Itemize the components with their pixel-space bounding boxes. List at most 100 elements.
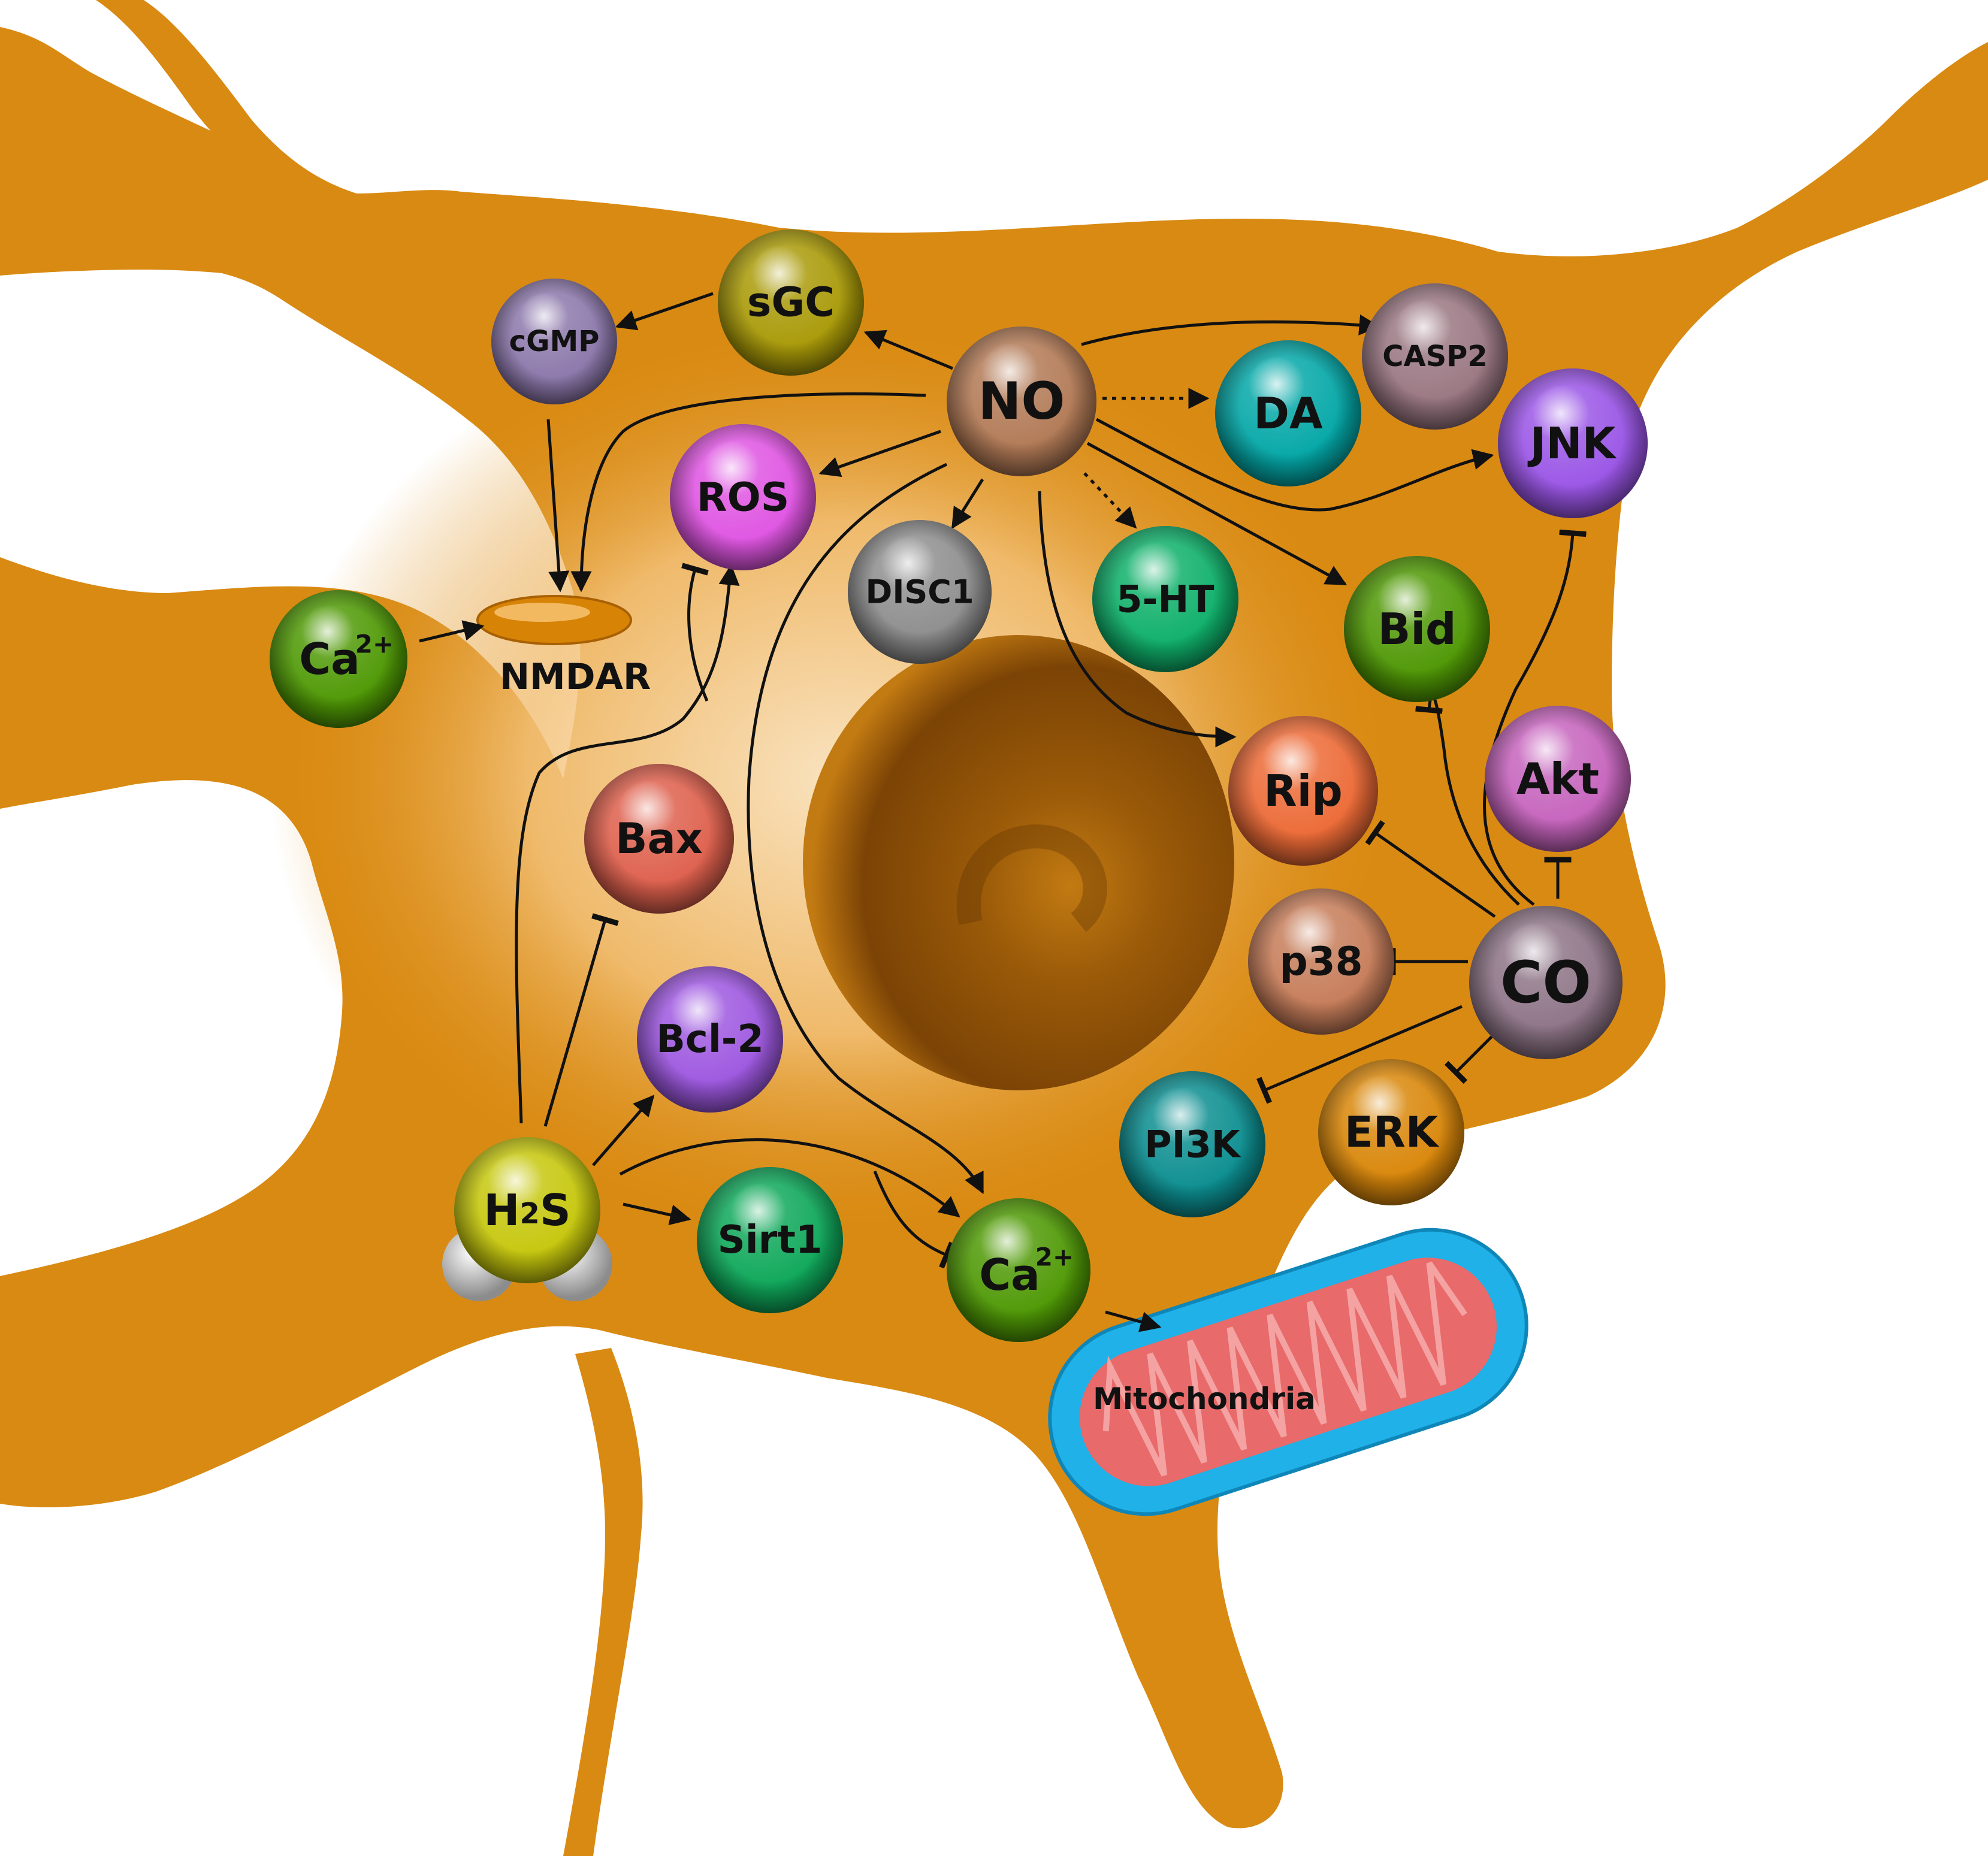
nmdar-label: NMDAR xyxy=(500,656,651,698)
label-h: H xyxy=(484,1185,519,1235)
node-h2s: H2S xyxy=(442,1137,612,1301)
node-akt: Akt xyxy=(1485,706,1631,852)
node-label: ERK xyxy=(1345,1108,1440,1157)
sphere-shine xyxy=(1119,1071,1265,1217)
node-label: Ca xyxy=(299,634,359,684)
sphere-shine xyxy=(1485,706,1631,852)
node-label: ROS xyxy=(697,474,789,521)
node-bcl-2: Bcl-2 xyxy=(637,966,783,1113)
sphere-shine xyxy=(584,764,734,914)
label-subscript: 2 xyxy=(520,1197,540,1231)
sphere-shine xyxy=(1344,556,1490,702)
edge-co-inhibits-pi3k xyxy=(1256,1005,1463,1104)
node-label: Bid xyxy=(1377,604,1456,654)
node-label: CO xyxy=(1500,949,1591,1016)
edge-no-to-sgc xyxy=(863,330,953,370)
sphere-shine xyxy=(670,424,816,570)
node-label: CASP2 xyxy=(1382,340,1488,373)
node-ca-intracellular: Ca 2+ xyxy=(947,1198,1090,1342)
sphere-shine xyxy=(491,279,617,404)
sphere-shine xyxy=(1469,906,1623,1059)
sphere-shine xyxy=(1228,716,1378,866)
sphere-shine xyxy=(947,1198,1090,1342)
node-label: sGC xyxy=(747,279,835,327)
edge-ca-to-mitochondria xyxy=(1105,1310,1162,1332)
edge-no-to-nmdar xyxy=(570,392,926,593)
node-label: DISC1 xyxy=(865,573,974,611)
edge-h2s-to-bcl2 xyxy=(592,1095,655,1166)
node-da: DA xyxy=(1215,340,1361,486)
node-bax: Bax xyxy=(584,764,734,914)
edge-no-to-ros xyxy=(818,430,941,477)
node-bid: Bid xyxy=(1344,556,1490,702)
sphere-shine xyxy=(1092,526,1238,672)
mitochondrion xyxy=(1048,1228,1528,1516)
node-sgc: sGC xyxy=(718,229,864,376)
node-jnk: JNK xyxy=(1498,368,1648,518)
node-label: Akt xyxy=(1516,754,1599,804)
sphere-shine xyxy=(947,327,1096,476)
edge-cgmp-to-nmdar xyxy=(546,419,570,593)
sphere-shine xyxy=(637,966,783,1113)
node-ca-extracellular: Ca 2+ xyxy=(270,590,407,728)
node-disc1: DISC1 xyxy=(848,520,992,664)
node-co: CO xyxy=(1469,906,1623,1059)
edge-no-to-5ht xyxy=(1083,472,1137,529)
node-label: Rip xyxy=(1264,766,1343,816)
node-label: Bcl-2 xyxy=(656,1017,764,1062)
label-s: S xyxy=(540,1185,571,1235)
edge-no-to-disc1 xyxy=(951,478,984,529)
neuron-upper-dendrite xyxy=(96,0,371,216)
node-label: Ca xyxy=(979,1250,1040,1300)
node-label: H2S xyxy=(484,1185,571,1235)
mitochondrion-cristae xyxy=(1102,1261,1467,1477)
edge-no-to-jnk xyxy=(1095,418,1494,512)
pathway-edges xyxy=(419,292,1587,1332)
mitochondria-label: Mitochondria xyxy=(1093,1382,1316,1416)
edge-no-to-rip xyxy=(1038,491,1237,748)
edge-h2s-to-sirt1 xyxy=(623,1202,691,1226)
node-erk: ERK xyxy=(1318,1059,1464,1205)
sphere-shine xyxy=(718,229,864,376)
sphere-shine xyxy=(697,1167,843,1313)
node-rip: Rip xyxy=(1228,716,1378,866)
node-label: cGMP xyxy=(509,325,600,358)
sphere-shine xyxy=(1248,888,1394,1035)
edge-h2s-inhibits-ros xyxy=(681,563,709,702)
edge-co-inhibits-rip xyxy=(1365,820,1496,918)
edge-co-inhibits-jnk xyxy=(1483,529,1587,906)
node-sirt1: Sirt1 xyxy=(697,1167,843,1313)
node-label: JNK xyxy=(1527,418,1617,468)
node-label: Bax xyxy=(615,814,703,863)
sphere-shine xyxy=(270,590,407,728)
node-5-ht: 5-HT xyxy=(1092,526,1238,672)
nucleus xyxy=(803,635,1234,1090)
node-cgmp: cGMP xyxy=(491,279,617,404)
sphere-shine xyxy=(1215,340,1361,486)
nmdar-receptor-shine xyxy=(494,603,590,622)
edge-co-inhibits-erk xyxy=(1444,1035,1493,1084)
edge-no-to-ca-intracellular xyxy=(747,463,984,1195)
edge-sgc-to-cgmp xyxy=(615,292,714,331)
edge-h2s-to-ca xyxy=(619,1138,960,1218)
molecule-nodes: NO sGC cGMP ROS DISC1 xyxy=(270,229,1648,1342)
nucleus-swirl xyxy=(956,824,1107,932)
edge-ca-extracellular-to-nmdar xyxy=(419,620,485,643)
node-label: 5-HT xyxy=(1116,578,1214,621)
node-ros: ROS xyxy=(670,424,816,570)
sphere-shine xyxy=(1498,368,1648,518)
sphere-shine xyxy=(848,520,992,664)
edge-no-to-casp2 xyxy=(1081,314,1380,346)
edge-h2s-to-ros xyxy=(515,564,740,1124)
sphere-shine xyxy=(1362,283,1508,430)
edge-no-to-bid xyxy=(1086,442,1348,586)
edge-h2s-inhibits-ca xyxy=(873,1171,954,1269)
node-pi3k: PI3K xyxy=(1119,1071,1265,1217)
node-p38: p38 xyxy=(1248,888,1394,1035)
node-label: DA xyxy=(1253,388,1323,439)
node-label-superscript: 2+ xyxy=(1035,1243,1074,1272)
node-label: p38 xyxy=(1279,939,1362,985)
neuron-lower-dendrite xyxy=(563,1348,643,1856)
